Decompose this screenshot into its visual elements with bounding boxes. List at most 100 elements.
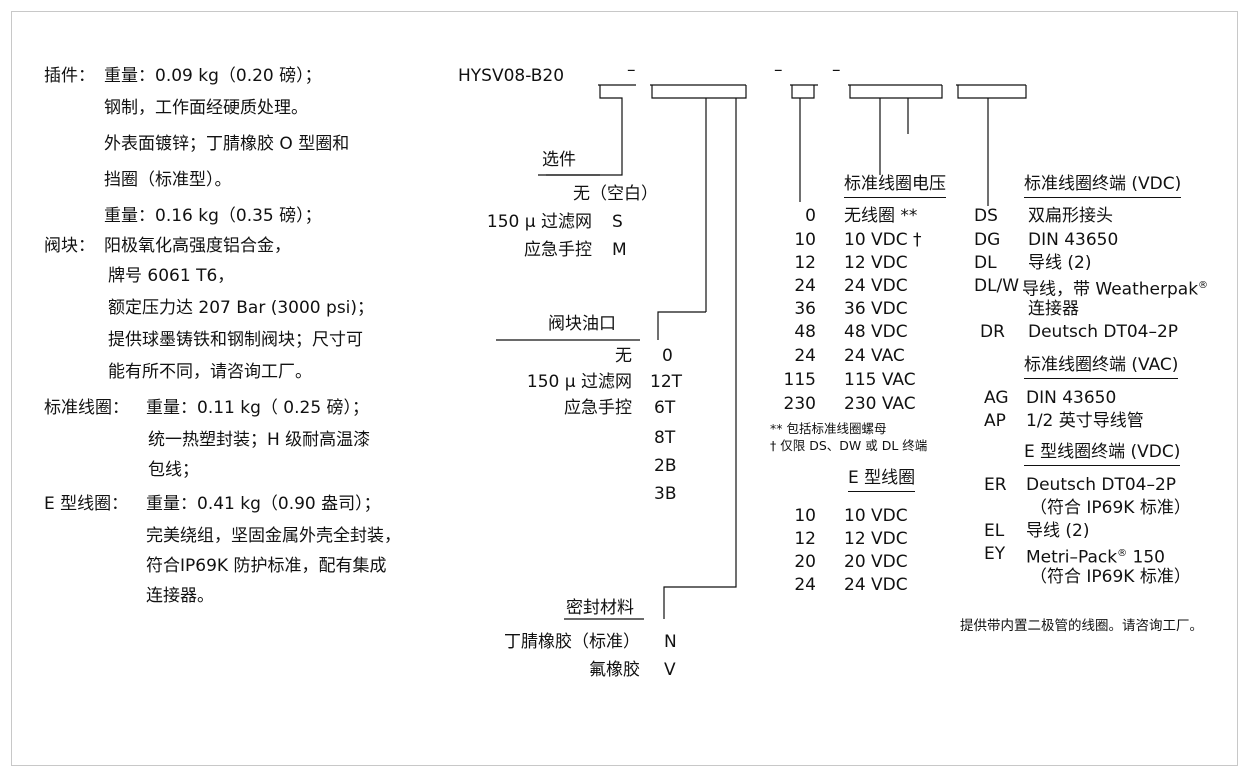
std-coil-label: 标准线圈： xyxy=(44,398,129,418)
std-voltage-row-4-code: 24 xyxy=(794,276,816,296)
e-coil-line-4: 连接器。 xyxy=(146,586,214,606)
ports-row-2-code: 12T xyxy=(650,372,683,392)
std-vac-row-1-label: DIN 43650 xyxy=(1026,388,1117,408)
model-code-dash-1: – xyxy=(627,60,636,80)
std-vac-row-2-code: AP xyxy=(984,411,1006,431)
body-line-2: 牌号 6061 T6， xyxy=(108,266,235,286)
options-title: 选件 xyxy=(542,150,576,170)
std-voltage-row-2-label: 10 VDC † xyxy=(844,230,922,250)
registered-mark: ® xyxy=(1117,548,1128,559)
std-voltage-row-7-label: 24 VAC xyxy=(844,346,905,366)
std-vdc-row-5-code: DR xyxy=(980,322,1005,342)
e-voltage-row-2-label: 12 VDC xyxy=(844,529,908,549)
e-voltage-row-1-label: 10 VDC xyxy=(844,506,908,526)
std-vdc-row-5-label: Deutsch DT04–2P xyxy=(1028,322,1179,342)
e-voltage-row-3-label: 20 VDC xyxy=(844,552,908,572)
e-vdc-row-1-label-2: （符合 IP69K 标准） xyxy=(1030,498,1191,518)
e-vdc-row-1-code: ER xyxy=(984,475,1007,495)
std-voltage-row-3-code: 12 xyxy=(794,253,816,273)
model-code-prefix: HYSV08-B20 xyxy=(458,66,565,86)
options-row-1-label: 无（空白） xyxy=(573,184,658,204)
cartridge-line-5: 重量：0.16 kg（0.35 磅）； xyxy=(104,206,322,226)
e-coil-line-3: 符合IP69K 防护标准，配有集成 xyxy=(146,556,387,576)
std-voltage-row-9-label: 230 VAC xyxy=(844,394,916,414)
options-row-2-label: 150 μ 过滤网 xyxy=(486,212,592,232)
std-voltage-note-1: ** 包括标准线圈螺母 xyxy=(770,421,887,436)
std-voltage-note-2: † 仅限 DS、DW 或 DL 终端 xyxy=(770,438,928,453)
std-voltage-row-6-code: 48 xyxy=(794,322,816,342)
ports-row-2-label: 150 μ 过滤网 xyxy=(526,372,632,392)
std-coil-line-2: 统一热塑封装；H 级耐高温漆 xyxy=(148,430,371,450)
cartridge-line-3: 外表面镀锌；丁腈橡胶 O 型圈和 xyxy=(104,134,350,154)
registered-mark: ® xyxy=(1198,280,1209,291)
e-coil-line-2: 完美绕组，坚固金属外壳全封装， xyxy=(146,526,401,546)
e-voltage-title: E 型线圈 xyxy=(848,468,916,492)
body-label: 阀块： xyxy=(44,236,95,256)
e-coil-label: E 型线圈： xyxy=(44,494,129,514)
options-row-3-code: M xyxy=(612,240,627,260)
std-coil-line-3: 包线； xyxy=(148,460,199,480)
std-voltage-row-8-code: 115 xyxy=(783,370,816,390)
page-frame xyxy=(11,11,1238,766)
std-voltage-row-1-label: 无线圈 ** xyxy=(844,206,918,226)
cartridge-line-2: 钢制，工作面经硬质处理。 xyxy=(104,98,308,118)
e-voltage-row-4-code: 24 xyxy=(794,575,816,595)
std-voltage-row-6-label: 48 VDC xyxy=(844,322,908,342)
body-line-5: 能有所不同，请咨询工厂。 xyxy=(108,362,312,382)
ports-row-4-code: 8T xyxy=(654,428,676,448)
std-vdc-row-3-label: 导线 (2) xyxy=(1028,253,1092,273)
body-line-4: 提供球墨铸铁和钢制阀块；尺寸可 xyxy=(108,330,363,350)
std-voltage-row-5-code: 36 xyxy=(794,299,816,319)
options-row-2-code: S xyxy=(612,212,623,232)
cartridge-line-1: 重量：0.09 kg（0.20 磅）； xyxy=(104,66,322,86)
ports-row-6-code: 3B xyxy=(654,484,677,504)
ports-row-1-label: 无 xyxy=(615,346,632,366)
std-voltage-row-4-label: 24 VDC xyxy=(844,276,908,296)
e-voltage-row-3-code: 20 xyxy=(794,552,816,572)
std-vac-row-2-label: 1/2 英寸导线管 xyxy=(1026,411,1144,431)
std-voltage-row-2-code: 10 xyxy=(794,230,816,250)
seals-row-2-label: 氟橡胶 xyxy=(589,660,640,680)
std-voltage-row-1-code: 0 xyxy=(805,206,816,226)
model-code-dash-3: – xyxy=(832,60,841,80)
std-vdc-row-1-code: DS xyxy=(974,206,998,226)
diode-footnote: 提供带内置二极管的线圈。请咨询工厂。 xyxy=(960,618,1203,634)
model-code-dash-2: – xyxy=(774,60,783,80)
std-coil-line-1: 重量：0.11 kg（ 0.25 磅）； xyxy=(146,398,370,418)
std-voltage-row-8-label: 115 VAC xyxy=(844,370,916,390)
cartridge-line-4: 挡圈（标准型）。 xyxy=(104,170,232,190)
e-vdc-row-3-code: EY xyxy=(984,544,1006,564)
ports-row-3-label: 应急手控 xyxy=(564,398,632,418)
e-vdc-row-2-code: EL xyxy=(984,521,1005,541)
options-row-3-label: 应急手控 xyxy=(524,240,592,260)
seals-row-2-code: V xyxy=(664,660,676,680)
seals-row-1-code: N xyxy=(664,632,677,652)
ports-row-5-code: 2B xyxy=(654,456,677,476)
std-vdc-row-4-label: 导线，带 Weatherpak® xyxy=(1022,276,1208,300)
std-vdc-row-4-label-2: 连接器 xyxy=(1028,299,1079,319)
std-vdc-row-3-code: DL xyxy=(974,253,997,273)
seals-title: 密封材料 xyxy=(566,598,634,618)
std-voltage-row-7-code: 24 xyxy=(794,346,816,366)
std-vdc-row-1-label: 双扁形接头 xyxy=(1028,206,1113,226)
std-vdc-row-2-label: DIN 43650 xyxy=(1028,230,1119,250)
e-voltage-row-1-code: 10 xyxy=(794,506,816,526)
std-vdc-row-4-label-text: 导线，带 Weatherpak xyxy=(1022,279,1199,300)
ports-row-1-code: 0 xyxy=(662,346,673,366)
e-vdc-row-3-label-text: Metri–Pack xyxy=(1026,547,1118,568)
std-vdc-term-title: 标准线圈终端 (VDC) xyxy=(1024,174,1182,198)
e-vdc-row-3-label-suffix: 150 xyxy=(1127,547,1165,568)
e-vdc-row-2-label: 导线 (2) xyxy=(1026,521,1090,541)
std-voltage-row-3-label: 12 VDC xyxy=(844,253,908,273)
e-vdc-row-3-label: Metri–Pack® 150 xyxy=(1026,544,1165,568)
cartridge-label: 插件： xyxy=(44,66,95,86)
body-line-1: 阳极氧化高强度铝合金， xyxy=(104,236,291,256)
std-vac-row-1-code: AG xyxy=(984,388,1009,408)
e-voltage-row-4-label: 24 VDC xyxy=(844,575,908,595)
ports-title: 阀块油口 xyxy=(548,314,616,334)
std-voltage-row-5-label: 36 VDC xyxy=(844,299,908,319)
e-vdc-row-1-label: Deutsch DT04–2P xyxy=(1026,475,1177,495)
std-voltage-row-9-code: 230 xyxy=(783,394,816,414)
std-voltage-title: 标准线圈电压 xyxy=(844,174,946,198)
